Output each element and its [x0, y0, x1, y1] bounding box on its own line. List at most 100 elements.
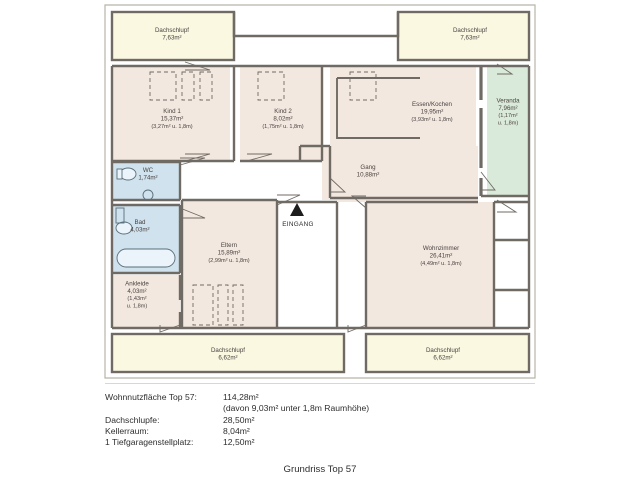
low-ceiling-outlines	[149, 71, 377, 326]
room-label-wc: WC1,74m²	[138, 167, 157, 181]
fill-eltern	[182, 200, 277, 328]
room-area: (1,43m²	[127, 296, 146, 302]
fill-kind-1	[112, 66, 230, 161]
room-area: 15,37m²	[161, 116, 184, 123]
legend-label: Kellerraum:	[105, 425, 149, 436]
room-name: Ankleide	[125, 281, 149, 288]
legend-row: (davon 9,03m² unter 1,8m Raumhöhe)	[105, 403, 435, 414]
legend-row: Wohnnutzfläche Top 57: 114,28m²	[105, 392, 435, 403]
interior-walls	[110, 64, 531, 330]
door-bad	[179, 207, 206, 219]
room-area: 6,62m²	[218, 354, 237, 361]
room-area: u. 1,8m)	[498, 121, 519, 127]
legend-value: 12,50m²	[223, 437, 255, 448]
legend-row: Dachschlupfe: 28,50m²	[105, 415, 435, 426]
dashed-eltern-c	[232, 284, 244, 326]
room-area: 7,63m²	[460, 34, 479, 41]
page-title: Grundriss Top 57	[283, 464, 357, 475]
legend-label: Wohnnutzfläche Top 57:	[105, 392, 197, 402]
legend-label	[105, 403, 223, 414]
room-area: (3,93m² u. 1,8m)	[411, 117, 452, 123]
room-fills	[112, 66, 529, 328]
door-veranda-bottom	[496, 199, 518, 213]
fill-ankleide	[112, 275, 180, 328]
room-area: 19,95m²	[421, 109, 444, 116]
dashed-eltern-a	[192, 284, 214, 326]
room-area: (1,75m² u. 1,8m)	[262, 124, 303, 130]
room-label-kind-1: Kind 115,37m²(3,27m² u. 1,8m)	[151, 108, 192, 130]
door-wc	[179, 157, 206, 166]
dashed-eltern-b	[217, 284, 229, 326]
door-veranda	[480, 171, 496, 191]
room-dachschlupf-bottom-left	[110, 332, 346, 374]
kitchen-counter	[336, 78, 420, 139]
room-name: Dachschlupf	[155, 27, 189, 34]
fill-wc	[112, 162, 180, 200]
room-name: Dachschlupf	[453, 27, 487, 34]
room-name: Wohnzimmer	[423, 245, 459, 252]
room-area: 26,41m²	[430, 253, 453, 260]
room-area: 15,89m²	[218, 250, 241, 257]
door-swings	[159, 61, 518, 333]
door-kind1-top	[184, 61, 211, 71]
room-name: Eltern	[221, 242, 238, 249]
legend-block: Wohnnutzfläche Top 57: 114,28m² (davon 9…	[105, 392, 435, 448]
room-name: Gang	[360, 164, 376, 171]
attic-rooms-top	[110, 10, 531, 62]
room-area: 1,74m²	[138, 174, 157, 181]
room-area: (4,49m² u. 1,8m)	[420, 261, 461, 267]
door-ankleide	[159, 324, 181, 333]
legend-label: Dachschlupfe:	[105, 414, 160, 425]
room-area: u. 1,8m)	[127, 304, 148, 310]
door-wohn-top	[350, 195, 367, 209]
legend-label: 1 Tiefgaragenstellplatz:	[105, 437, 194, 448]
legend-row: 1 Tiefgaragenstellplatz: 12,50m²	[105, 437, 435, 448]
room-area: (2,99m² u. 1,8m)	[208, 258, 249, 264]
attic-rooms-bottom	[110, 332, 531, 374]
door-kind1	[184, 153, 211, 162]
door-wohn-bottom	[347, 324, 367, 333]
toilet-cistern-icon	[116, 168, 123, 180]
attic-notch-wall	[232, 12, 400, 38]
dashed-kind1-a	[149, 71, 177, 101]
room-area: 6,62m²	[433, 354, 452, 361]
fill-vestibule	[277, 200, 337, 328]
wc-floor-drain-icon	[142, 189, 154, 201]
door-entry	[276, 194, 301, 206]
legend-value: 8,04m²	[223, 425, 250, 436]
legend-divider	[105, 383, 535, 384]
room-name: Dachschlupf	[211, 347, 245, 354]
dashed-kind1-b	[181, 71, 195, 101]
room-area: 4,03m²	[127, 288, 146, 295]
legend-value: 114,28m²	[223, 392, 259, 402]
fill-wohnzimmer	[366, 202, 494, 328]
room-name: Essen/Kochen	[412, 101, 452, 108]
fill-essen-kochen	[330, 66, 476, 161]
room-name: Dachschlupf	[426, 347, 460, 354]
entrance-arrow-icon	[290, 203, 304, 216]
fill-gang-2	[322, 146, 478, 202]
legend-row: Kellerraum: 8,04m²	[105, 426, 435, 437]
fill-veranda	[487, 66, 529, 196]
dashed-kind1-c	[199, 71, 213, 101]
room-area: 7,96m²	[498, 105, 517, 112]
room-area: 10,88m²	[357, 171, 380, 178]
room-area: 7,63m²	[162, 34, 181, 41]
room-area: (1,17m²	[498, 113, 517, 119]
sanitary-fixtures	[115, 167, 176, 268]
dashed-essen	[349, 71, 377, 101]
legend-value: 28,50m²	[223, 414, 255, 425]
